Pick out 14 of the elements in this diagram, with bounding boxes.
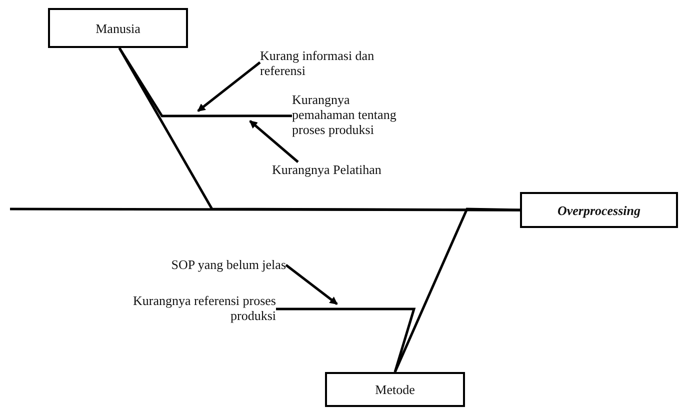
effect-box: Overprocessing <box>520 192 678 228</box>
arrow <box>249 120 299 163</box>
cause-text: SOP yang belum jelas <box>90 257 286 273</box>
fishbone-line <box>118 47 292 118</box>
fishbone-line <box>276 308 416 372</box>
cause-text: Kurangnya referensi proses produksi <box>100 293 276 325</box>
cause-text: Kurang informasi dan referensi <box>260 48 390 80</box>
arrow <box>197 61 261 112</box>
cause-text: Kurangnya pemahaman tentang proses produksi <box>292 92 414 138</box>
category-box: Metode <box>325 372 465 407</box>
cause-text: Kurangnya Pelatihan <box>272 162 402 178</box>
category-box: Manusia <box>48 8 188 48</box>
fishbone-line <box>394 208 520 372</box>
arrow <box>285 264 338 305</box>
